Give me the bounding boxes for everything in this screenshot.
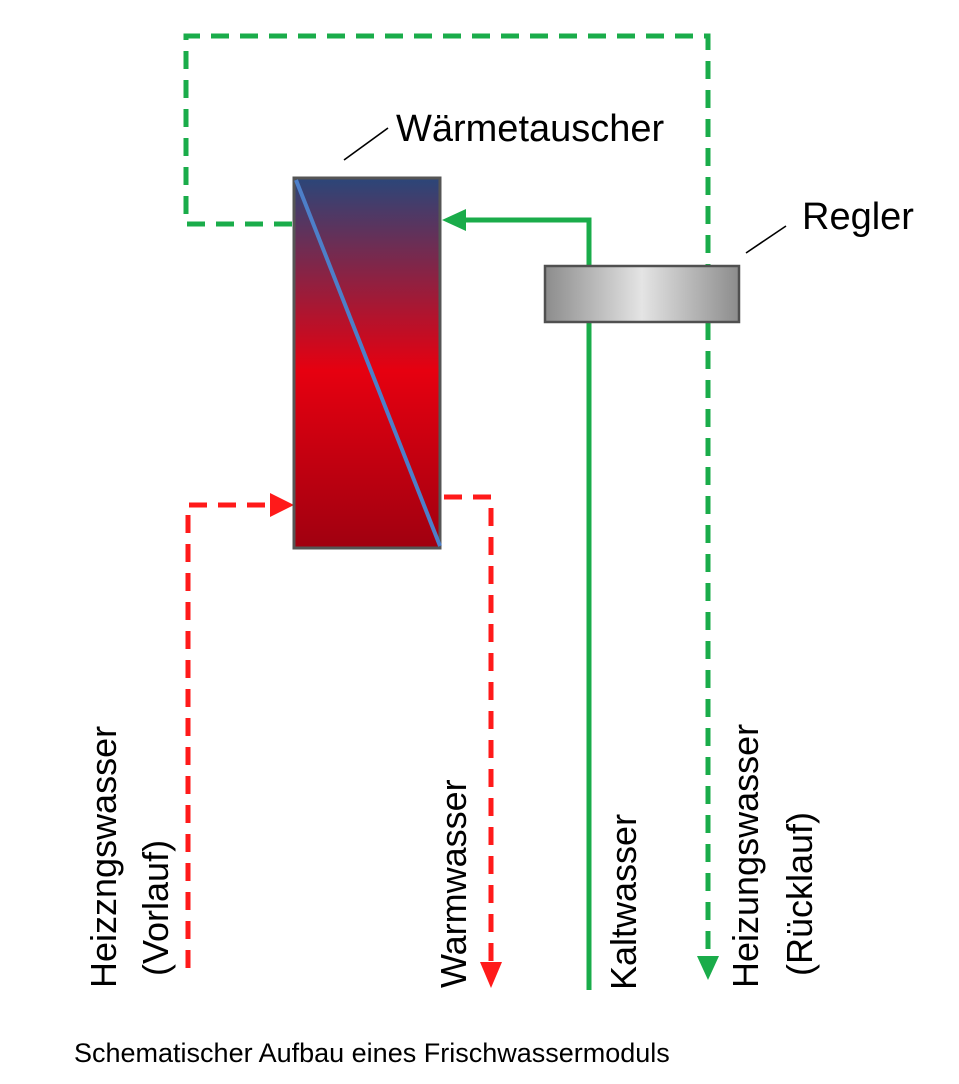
heat-exchanger-label: Wärmetauscher	[396, 108, 665, 150]
heating-supply-label-line1: Heizzngswasser	[83, 726, 124, 988]
heating-return-line	[183, 33, 711, 958]
controller-label: Regler	[802, 196, 914, 238]
controller	[543, 264, 741, 324]
heating-supply-label-line2: (Vorlauf)	[135, 840, 176, 976]
heating-supply-line	[185, 502, 272, 968]
warm-water-arrowhead	[480, 962, 502, 988]
heating-supply-arrowhead	[270, 493, 294, 517]
warm-water-line	[444, 494, 494, 962]
cold-water-label: Kaltwasser	[603, 814, 644, 990]
cold-water-arrowhead	[442, 209, 466, 231]
heating-return-label-line2: (Rücklauf)	[779, 812, 820, 976]
cold-water-line	[462, 217, 592, 990]
warm-water-label: Warmwasser	[433, 779, 474, 988]
controller-leader-line	[745, 225, 787, 254]
heating-return-arrowhead	[697, 956, 719, 980]
heat-exchanger-leader-line	[343, 127, 389, 161]
heat-exchanger-diagonal	[294, 179, 442, 547]
heating-return-label-line1: Heizungswasser	[725, 724, 766, 988]
diagram-caption: Schematischer Aufbau eines Frischwasserm…	[74, 1038, 670, 1068]
